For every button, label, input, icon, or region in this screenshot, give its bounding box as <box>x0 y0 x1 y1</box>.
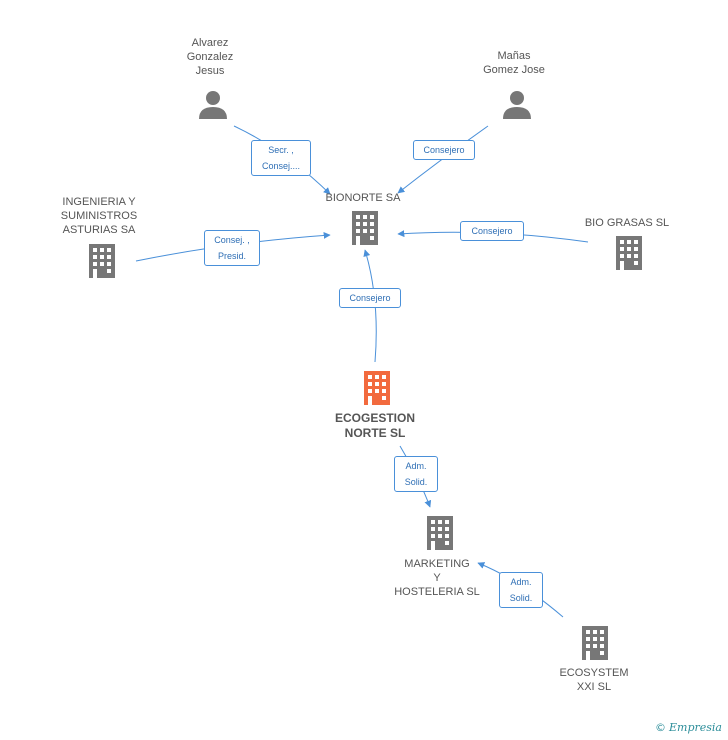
node-label-alvarez[interactable]: Alvarez Gonzalez Jesus <box>186 37 234 77</box>
edge-label-biograsas-bionorte[interactable]: Consejero <box>460 221 524 241</box>
node-label-ingenieria[interactable]: INGENIERIA Y SUMINISTROS ASTURIAS SA <box>60 196 138 236</box>
node-label-bionorte[interactable]: BIONORTE SA <box>325 192 401 204</box>
edge-label-alvarez-bionorte[interactable]: Secr. , Consej.... <box>251 140 311 176</box>
copyright-icon: © <box>655 721 666 734</box>
building-icon <box>352 211 378 245</box>
edge-label-manas-bionorte[interactable]: Consejero <box>413 140 475 160</box>
node-label-marketing[interactable]: MARKETING Y HOSTELERIA SL <box>394 558 480 598</box>
edge-label-ecosystem-marketing[interactable]: Adm. Solid. <box>499 572 543 608</box>
edge-label-ecogestion-bionorte[interactable]: Consejero <box>339 288 401 308</box>
person-icon <box>503 91 531 119</box>
building-icon <box>427 516 453 550</box>
edge-label-ecogestion-marketing[interactable]: Adm. Solid. <box>394 456 438 492</box>
building-icon <box>582 626 608 660</box>
node-label-manas[interactable]: Mañas Gomez Jose <box>483 50 545 76</box>
edge-label-ingenieria-bionorte[interactable]: Consej. , Presid. <box>204 230 260 266</box>
building-icon <box>89 244 115 278</box>
brand-logo[interactable]: ©Empresia <box>655 721 722 734</box>
node-label-ecosystem[interactable]: ECOSYSTEM XXI SL <box>559 667 629 693</box>
brand-name: Empresia <box>669 721 722 734</box>
building-focus-icon <box>364 371 390 405</box>
node-label-ecogestion[interactable]: ECOGESTION NORTE SL <box>334 411 415 440</box>
person-icon <box>199 91 227 119</box>
building-icon <box>616 236 642 270</box>
node-label-biograsas[interactable]: BIO GRASAS SL <box>584 217 670 229</box>
